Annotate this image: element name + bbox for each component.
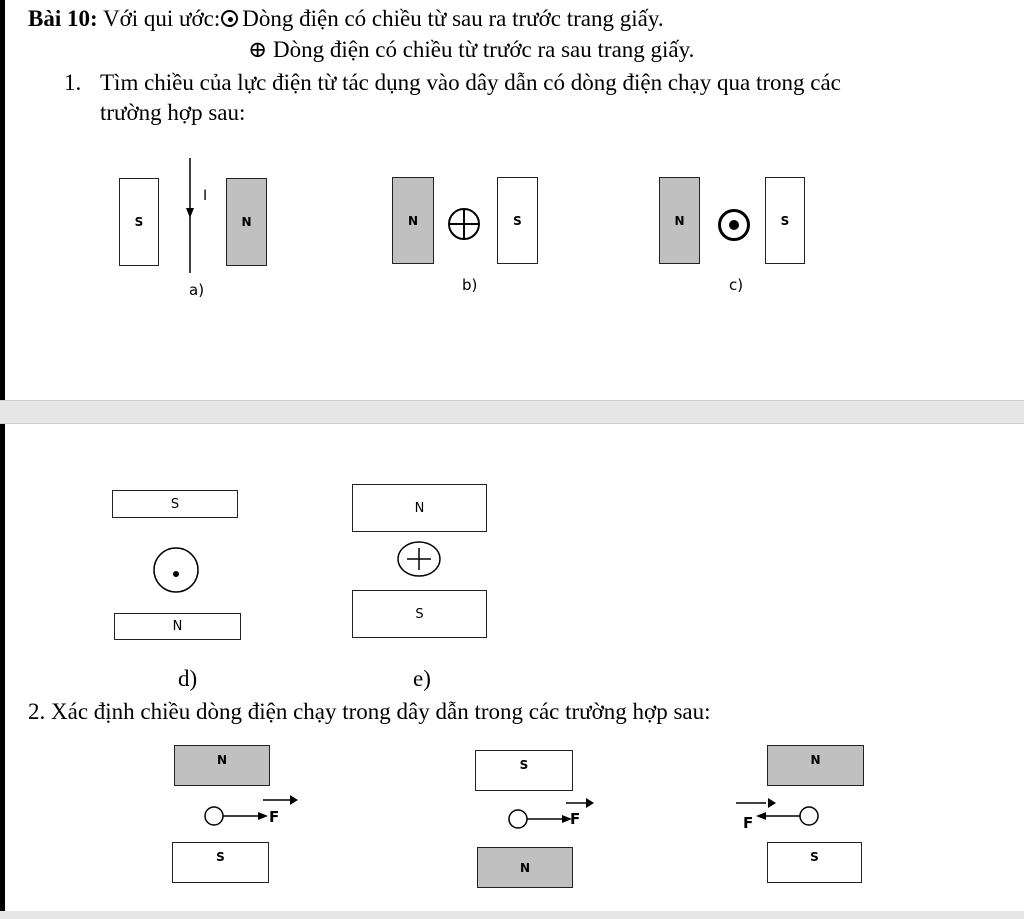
- legend-plus-text: ⊕ Dòng điện có chiều từ trước ra sau tra…: [248, 37, 695, 62]
- fig-e-top-magnet: N: [352, 484, 487, 532]
- fig-b-left-magnet: N: [392, 177, 434, 264]
- legend-intro: Với qui ước:: [102, 6, 221, 31]
- dot-symbol-icon: [221, 10, 239, 27]
- fig-b-current-into-page-icon: [448, 208, 480, 240]
- fig-c-current-out-of-page-icon: [718, 209, 750, 241]
- question-1-line-2: trường hợp sau:: [100, 100, 246, 125]
- fig-d-top-magnet: S: [112, 490, 238, 518]
- fig-b-right-magnet: S: [497, 177, 538, 264]
- question-1-number: 1.: [64, 70, 82, 95]
- fig-f1-force-arrow-icon: [204, 795, 298, 826]
- left-edge-bar: [0, 0, 5, 919]
- fig-c-caption: c): [729, 276, 744, 294]
- fig-d-current-out-of-page-icon: [153, 547, 199, 593]
- fig-f3-force-arrow-icon: [736, 798, 819, 826]
- exercise-title: Bài 10:: [28, 6, 98, 31]
- legend-dot-text: Dòng điện có chiều từ sau ra trước trang…: [242, 6, 664, 31]
- fig-f2-force-label: F: [570, 810, 581, 828]
- fig-f1-bottom-magnet: S: [172, 842, 269, 883]
- question-2-text: 2. Xác định chiều dòng điện chạy trong d…: [28, 699, 711, 724]
- fig-d-bottom-magnet: N: [114, 613, 241, 640]
- fig-e-current-into-page-icon: [397, 541, 441, 577]
- fig-a-wire-arrow-icon: [186, 158, 194, 273]
- fig-a-right-magnet: N: [226, 178, 267, 266]
- fig-f1-force-label: F: [269, 808, 280, 826]
- fig-f2-top-magnet: S: [475, 750, 573, 791]
- bottom-separator: [0, 911, 1024, 919]
- fig-e-caption: e): [413, 666, 431, 691]
- fig-b-caption: b): [462, 276, 478, 294]
- page-separator-band: [0, 400, 1024, 424]
- fig-c-left-magnet: N: [659, 177, 700, 264]
- fig-a-current-label: I: [203, 188, 208, 204]
- fig-f2-force-arrow-icon: [508, 798, 594, 829]
- fig-f3-force-label: F: [743, 814, 754, 832]
- fig-a-left-magnet: S: [119, 178, 159, 266]
- fig-f3-top-magnet: N: [767, 745, 864, 786]
- fig-f3-bottom-magnet: S: [767, 842, 862, 883]
- fig-d-caption: d): [178, 666, 198, 691]
- fig-f2-bottom-magnet: N: [477, 847, 573, 888]
- fig-e-bottom-magnet: S: [352, 590, 487, 638]
- fig-c-right-magnet: S: [765, 177, 805, 264]
- header-line-1: Bài 10: Với qui ước: Dòng điện có chiều t…: [28, 5, 664, 33]
- question-1-line-1: Tìm chiều của lực điện từ tác dụng vào d…: [100, 70, 841, 95]
- fig-f1-top-magnet: N: [174, 745, 270, 786]
- fig-a-caption: a): [189, 281, 205, 299]
